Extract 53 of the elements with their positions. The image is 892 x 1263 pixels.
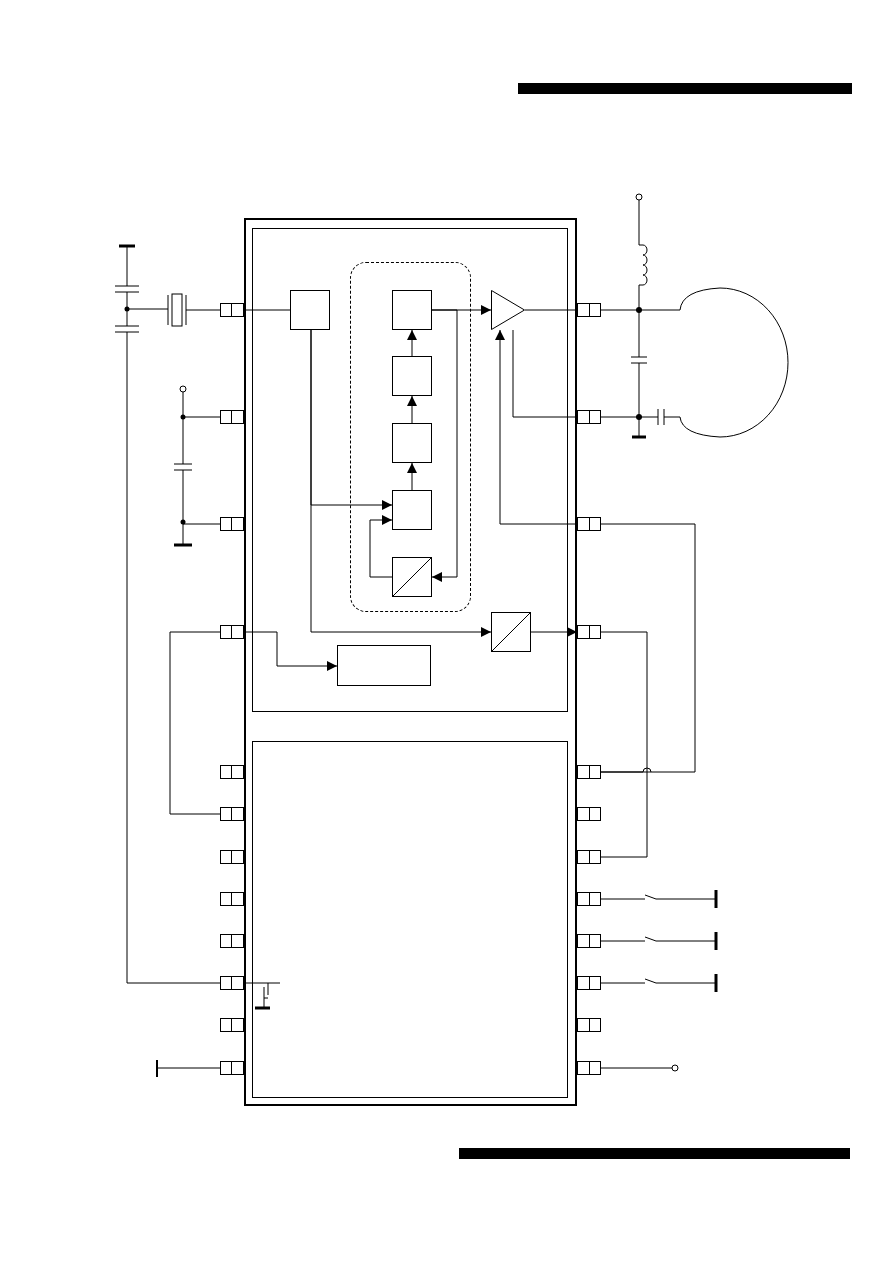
pin-box [220,934,244,948]
pin-box [577,303,601,317]
function-block [337,645,431,686]
process-box [392,490,432,530]
arrow [431,309,458,582]
oscillator-block [290,290,330,330]
converter-block [392,557,432,597]
connector-line [243,309,291,311]
arrow [369,515,393,578]
connector-line [524,309,578,311]
pin-box [220,410,244,424]
connector-line [169,631,221,815]
process-box [392,290,432,330]
process-box [392,423,432,463]
pin-box [220,1018,244,1032]
connector-line [243,982,253,984]
arrow [310,329,492,637]
pin-box [577,934,601,948]
pin-box [577,1018,601,1032]
pin-box [577,807,601,821]
pin-box [220,517,244,531]
pin-box [577,976,601,990]
pin-box [220,892,244,906]
pll-group [350,262,471,612]
arrow [407,462,417,491]
connector-line [600,631,648,858]
control-block [252,741,568,1098]
amplifier-triangle [491,290,525,330]
pin-box [577,850,601,864]
pin-box [220,807,244,821]
arrow [407,395,417,424]
rf-block [252,228,568,712]
pin-box [220,765,244,779]
pin-box [220,850,244,864]
connector-line [512,329,578,418]
process-box [392,356,432,396]
pin-box [220,303,244,317]
pin-box [577,892,601,906]
arrow [243,631,338,671]
arrow [407,329,417,357]
pin-box [577,517,601,531]
pin-box [220,976,244,990]
arrow [530,627,578,637]
pin-box [577,625,601,639]
pin-box [577,1061,601,1075]
arrow [495,329,578,525]
chip-outline [244,218,577,1106]
pin-box [577,410,601,424]
connector-line [600,523,696,773]
pin-box [220,1061,244,1075]
converter-block [491,612,531,652]
pin-box [220,625,244,639]
pin-box [577,765,601,779]
